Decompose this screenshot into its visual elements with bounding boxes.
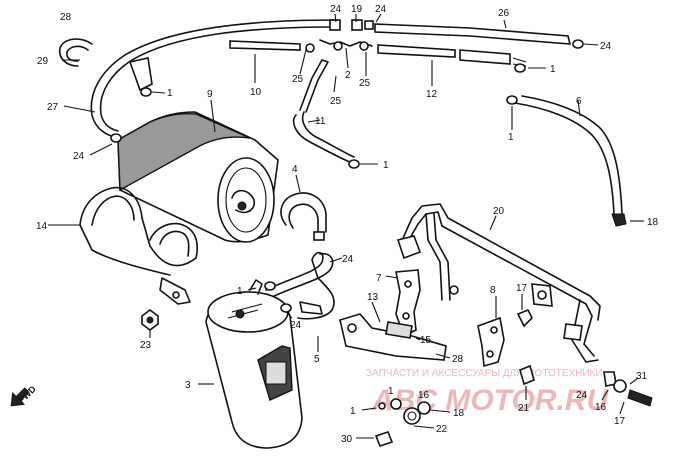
callout-18-right: 18: [647, 217, 659, 228]
callout-8: 8: [490, 285, 496, 296]
callout-22: 22: [436, 424, 448, 435]
callout-31: 31: [636, 371, 648, 382]
stay-13: [339, 313, 447, 361]
callout-24-top-b: 24: [375, 4, 387, 15]
hose-clips: [110, 39, 584, 313]
hose-6: [514, 95, 627, 227]
callout-26: 26: [498, 8, 510, 19]
callout-1-hose5: 1: [237, 286, 243, 297]
small-parts: [374, 308, 653, 447]
callout-3: 3: [185, 380, 191, 391]
callout-16-bottom: 16: [418, 390, 430, 401]
callout-9: 9: [207, 89, 213, 100]
callout-5: 5: [314, 354, 320, 365]
callout-15: 15: [420, 335, 432, 346]
callout-1-hose6: 1: [508, 132, 514, 143]
callout-2: 2: [345, 70, 351, 81]
tank-3: [205, 279, 303, 449]
callout-24-top-a: 24: [330, 4, 342, 15]
callout-13: 13: [367, 292, 379, 303]
callout-1-bottom: 1: [350, 406, 356, 417]
hose-12: [377, 44, 527, 67]
callout-1-washer: 1: [388, 386, 394, 397]
callout-25-right: 25: [359, 78, 371, 89]
callout-19: 19: [351, 4, 363, 15]
frame-bracket-20: [396, 203, 601, 363]
connector-stack-19: [305, 19, 374, 53]
canister-9: [117, 111, 279, 243]
bracket-8: [477, 316, 505, 368]
clip-29: [58, 38, 93, 67]
hose-5: [265, 251, 335, 320]
callout-1-top-left: 1: [167, 88, 173, 99]
callout-1-hose11: 1: [383, 160, 389, 171]
callout-7: 7: [376, 273, 382, 284]
callout-30: 30: [341, 434, 353, 445]
callout-24-mid: 24: [342, 254, 354, 265]
watermark: ЗАПЧАСТИ И АКСЕССУАРЫ ДЛЯ МОТОТЕХНИКИ AB…: [366, 368, 609, 417]
callout-23: 23: [140, 340, 152, 351]
callout-1-right: 1: [550, 64, 556, 75]
callout-4: 4: [292, 164, 298, 175]
callout-17-upper: 17: [516, 283, 528, 294]
hose-11: [292, 59, 355, 164]
bracket-7: [395, 269, 421, 338]
callout-29: 29: [37, 56, 49, 67]
callout-12: 12: [426, 89, 438, 100]
hose-4: [280, 192, 327, 241]
hose-10: [229, 40, 301, 51]
callout-6: 6: [576, 96, 582, 107]
callout-24-right: 24: [600, 41, 612, 52]
callout-24-hose5: 24: [290, 320, 302, 331]
callout-10: 10: [250, 87, 262, 98]
callout-27: 27: [47, 102, 59, 113]
callout-20: 20: [493, 206, 505, 217]
callout-21: 21: [518, 403, 530, 414]
fwd-direction-arrow: FWD: [10, 383, 38, 407]
callout-28-top: 28: [60, 12, 72, 23]
leader-lines: [48, 13, 644, 439]
bolt-23: [141, 309, 159, 331]
hose-26: [374, 23, 572, 45]
fwd-label: FWD: [16, 383, 38, 405]
callout-24-frame: 24: [576, 390, 588, 401]
callout-18-bottom: 18: [453, 408, 465, 419]
callout-25-lower: 25: [330, 96, 342, 107]
hose-27: [90, 19, 336, 139]
callout-11: 11: [315, 116, 326, 127]
callout-16-right: 16: [595, 402, 607, 413]
callout-25-left: 25: [292, 74, 304, 85]
band-14: [79, 186, 198, 305]
callout-14: 14: [36, 221, 48, 232]
callout-17-lower: 17: [614, 416, 626, 427]
callout-28-stay: 28: [452, 354, 464, 365]
callout-labels: 29 27 24 1 9 10 24 19 24 25 2 25 25 12 2…: [36, 4, 659, 445]
callout-24-left: 24: [73, 151, 85, 162]
watermark-small-text: ЗАПЧАСТИ И АКСЕССУАРЫ ДЛЯ МОТОТЕХНИКИ: [366, 368, 603, 379]
